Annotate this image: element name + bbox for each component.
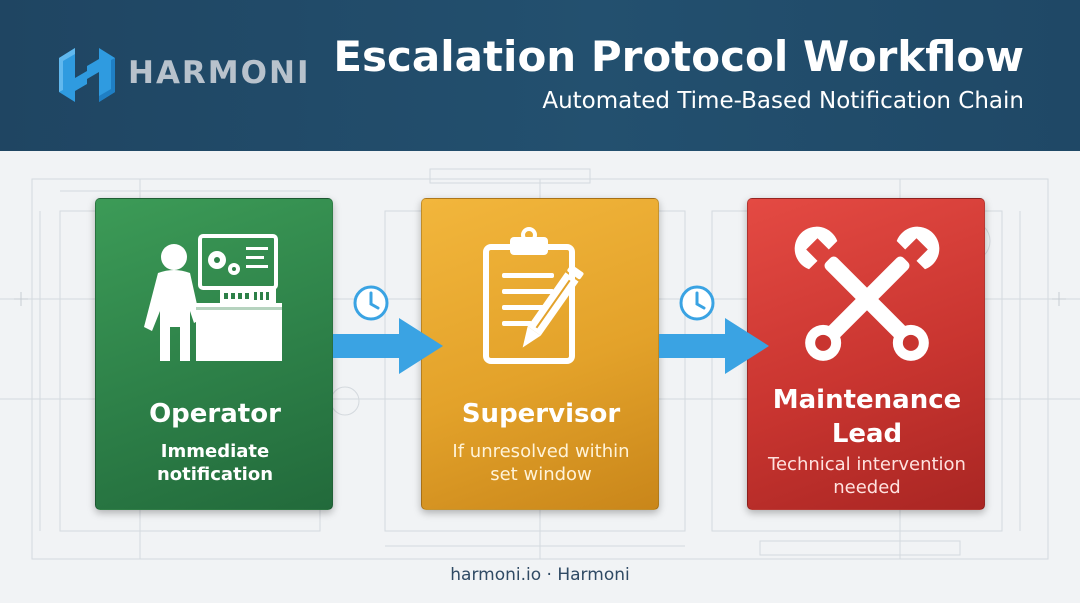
clock-icon — [353, 285, 389, 321]
escalation-arrow — [333, 285, 443, 374]
page-subtitle: Automated Time-Based Notification Chain — [542, 88, 1024, 114]
footer-text: harmoni.io · Harmoni — [450, 565, 630, 585]
step-title: Supervisor — [461, 399, 621, 429]
step-description: Immediate notification — [156, 441, 274, 485]
step-description: Technical intervention needed — [768, 454, 966, 498]
step-card-operator: Operator Immediate notification — [95, 198, 333, 510]
crossed-wrenches-icon — [794, 226, 940, 361]
harmoni-logo-icon — [59, 48, 115, 102]
header-banner: HARMONI Escalation Protocol Workflow Aut… — [0, 0, 1080, 151]
step-title: Operator — [149, 399, 281, 429]
operator-at-control-panel-icon — [144, 234, 282, 361]
step-card-supervisor: Supervisor If unresolved within set wind… — [421, 198, 659, 510]
clipboard-pencil-icon — [483, 227, 584, 364]
step-description: If unresolved within set window — [452, 441, 630, 485]
clock-icon — [679, 285, 715, 321]
page-title: Escalation Protocol Workflow — [333, 32, 1024, 81]
brand-name: HARMONI — [128, 55, 311, 91]
escalation-arrow — [659, 285, 769, 374]
step-card-maintenance-lead: Maintenance Lead Technical intervention … — [747, 198, 985, 510]
step-title: Maintenance Lead — [772, 385, 962, 449]
